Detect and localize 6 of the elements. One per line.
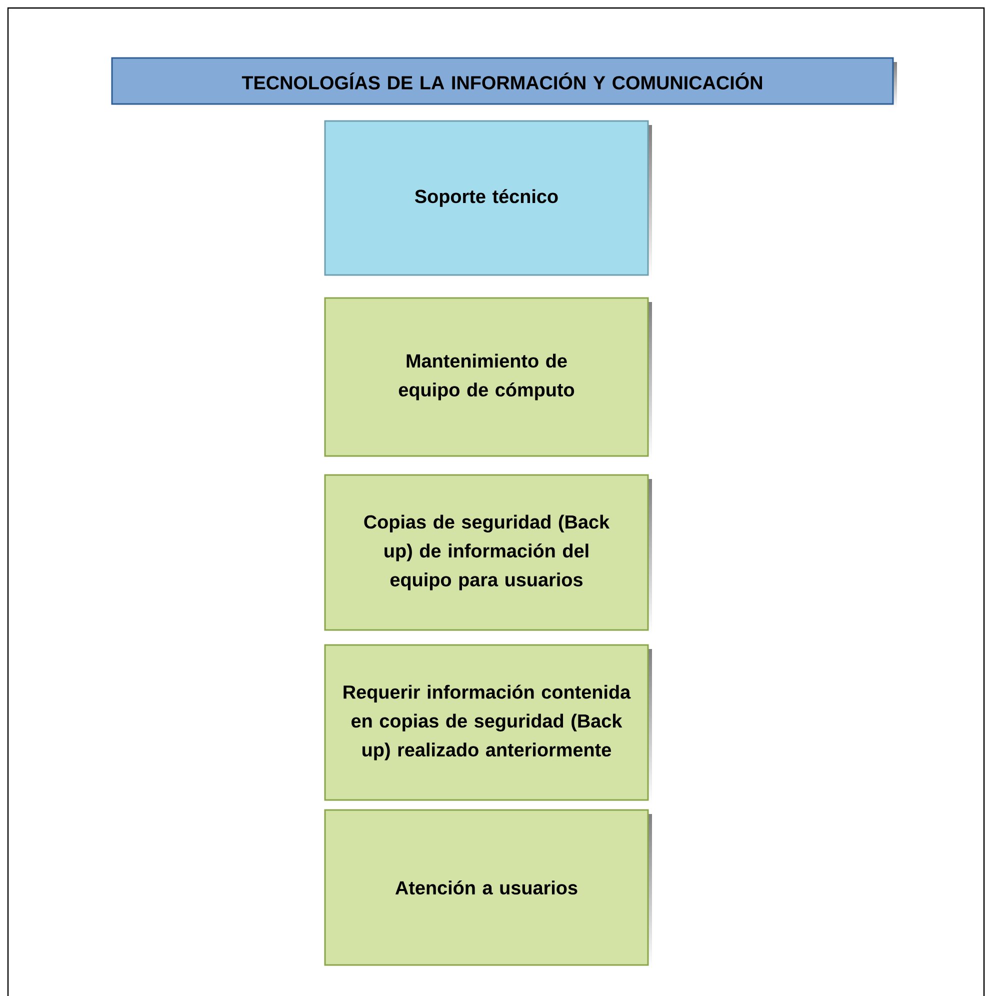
- title-bar: TECNOLOGÍAS DE LA INFORMACIÓN Y COMUNICACIÓN: [111, 57, 897, 108]
- process-box: Soporte técnico: [324, 120, 652, 279]
- process-box: Copias de seguridad (Back up) de información del equipo para usuarios: [324, 474, 652, 634]
- process-box: Atención a usuarios: [324, 809, 652, 969]
- process-box: Mantenimiento de equipo de cómputo: [324, 297, 652, 460]
- process-box: Requerir información contenida en copias de seguridad (Back up) realizado anteriormente: [324, 644, 652, 804]
